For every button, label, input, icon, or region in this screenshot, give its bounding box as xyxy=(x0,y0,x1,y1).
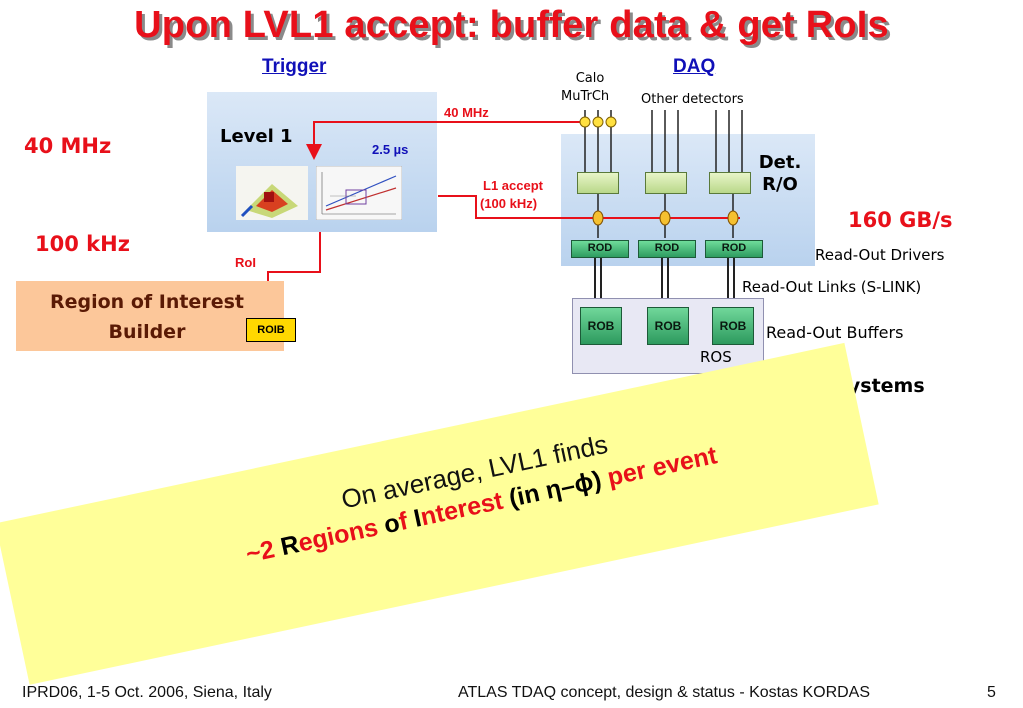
read-out-buffers-label: Read-Out Buffers xyxy=(766,323,904,342)
note-tilde2: ~2 xyxy=(243,533,284,569)
calo-label: Calo xyxy=(575,71,605,86)
slide-title: Upon LVL1 accept: buffer data & get RoIs xyxy=(134,4,889,46)
arrow-40mhz-label: 40 MHz xyxy=(444,105,489,120)
det-ro-label: Det. R/O xyxy=(755,152,805,196)
roi-label: RoI xyxy=(235,255,256,270)
read-out-links-label: Read-Out Links (S-LINK) xyxy=(742,278,922,296)
roib-panel xyxy=(16,281,284,351)
read-out-drivers-label: Read-Out Drivers xyxy=(815,246,945,264)
l1-accept-line2: (100 kHz) xyxy=(480,196,538,211)
rob-3: ROB xyxy=(712,307,754,345)
rob-2: ROB xyxy=(647,307,689,345)
latency-label: 2.5 µs xyxy=(372,142,409,157)
ros-label: ROS xyxy=(700,348,732,366)
rate-160gbs: 160 GB/s xyxy=(848,208,953,232)
other-detectors-label: Other detectors xyxy=(641,92,744,107)
rod-2: ROD xyxy=(638,240,696,258)
rod-3: ROD xyxy=(705,240,763,258)
det-ro-line1: Det. xyxy=(758,152,802,173)
rate-100khz: 100 kHz xyxy=(35,232,130,256)
rate-40mhz: 40 MHz xyxy=(24,134,112,158)
roib-title: Region of Interest Builder xyxy=(16,287,278,347)
det-ro-line2: R/O xyxy=(762,174,798,195)
footer-left: IPRD06, 1-5 Oct. 2006, Siena, Italy xyxy=(22,684,272,701)
trigger-plot-image xyxy=(316,166,402,220)
level1-label: Level 1 xyxy=(220,126,293,147)
mutrch-label: MuTrCh xyxy=(561,89,610,104)
front-end-buffer-1 xyxy=(577,172,619,194)
front-end-buffer-2 xyxy=(645,172,687,194)
l1-accept-line1: L1 accept xyxy=(483,178,543,193)
rob-1: ROB xyxy=(580,307,622,345)
roib-line1: Region of Interest xyxy=(50,291,244,313)
page-number: 5 xyxy=(987,684,996,701)
rod-1: ROD xyxy=(571,240,629,258)
trigger-header: Trigger xyxy=(262,56,327,77)
roib-line2: Builder xyxy=(108,321,186,343)
roib-chip: ROIB xyxy=(246,318,296,342)
footer-center: ATLAS TDAQ concept, design & status - Ko… xyxy=(458,684,871,701)
calorimeter-image xyxy=(236,166,308,220)
front-end-buffer-3 xyxy=(709,172,751,194)
daq-header: DAQ xyxy=(673,56,716,77)
